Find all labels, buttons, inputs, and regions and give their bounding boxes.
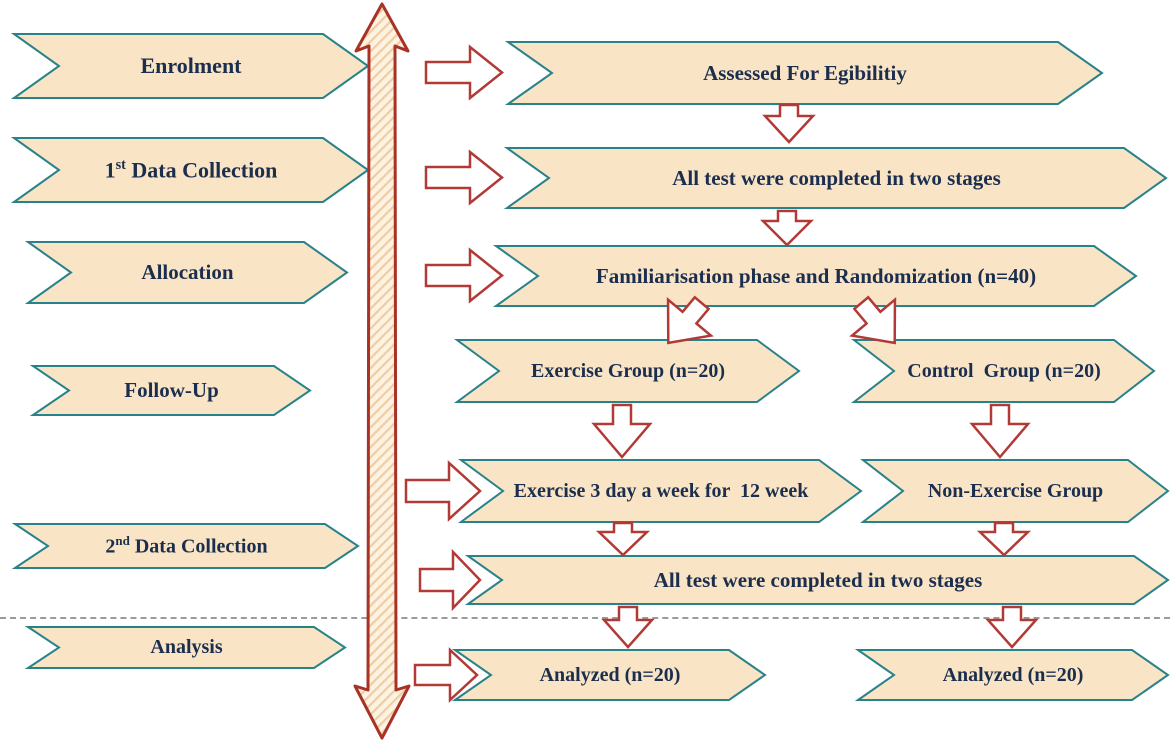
flow-arrow-down-icon <box>984 606 1040 648</box>
step-banner-exercise-program: Exercise 3 day a week for 12 week <box>461 460 861 522</box>
banner-shape <box>508 42 1102 104</box>
timeline-double-arrow-icon <box>353 2 411 740</box>
step-label-randomization: Familiarisation phase and Randomization … <box>595 263 1037 288</box>
flow-arrow-down-icon <box>595 522 651 556</box>
step-label-control-group: Control Group (n=20) <box>907 359 1101 382</box>
banner-shape <box>496 246 1136 306</box>
step-label-analyzed-exercise: Analyzed (n=20) <box>539 663 681 686</box>
stage-banner-2nd-data-collection: 2nd Data Collection <box>15 524 358 568</box>
banner-shape <box>455 650 765 700</box>
step-label-tests-stage2: All test were completed in two stages <box>653 567 983 592</box>
stage-label-follow-up: Follow-Up <box>124 378 219 403</box>
step-banner-control-group: Control Group (n=20) <box>854 340 1154 402</box>
banner-shape <box>15 524 358 568</box>
step-label-exercise-group: Exercise Group (n=20) <box>531 359 725 382</box>
flow-arrow-down-icon <box>600 606 656 648</box>
split-arrow-right-icon <box>836 282 920 365</box>
step-banner-exercise-group: Exercise Group (n=20) <box>457 340 799 402</box>
stage-label-analysis: Analysis <box>150 636 223 658</box>
banner-shape <box>28 242 347 303</box>
step-banner-tests-stage1: All test were completed in two stages <box>507 148 1166 208</box>
banner-shape <box>33 366 310 415</box>
flow-arrow-down-icon <box>759 210 815 246</box>
stage-label-enrolment: Enrolment <box>140 53 242 79</box>
flow-arrow-right-icon <box>405 462 481 520</box>
banner-shape <box>14 138 368 202</box>
phase-divider-line <box>0 617 1170 619</box>
step-banner-analyzed-control: Analyzed (n=20) <box>858 650 1168 700</box>
stage-banner-enrolment: Enrolment <box>14 34 368 98</box>
banner-shape <box>854 340 1154 402</box>
flow-arrow-right-icon <box>425 46 503 99</box>
flow-arrow-right-icon <box>414 649 478 701</box>
banner-shape <box>14 34 368 98</box>
flow-arrow-down-icon <box>761 104 817 143</box>
stage-label-allocation: Allocation <box>141 260 234 285</box>
step-label-tests-stage1: All test were completed in two stages <box>672 165 1001 190</box>
step-banner-assessed: Assessed For Egibilitiy <box>508 42 1102 104</box>
split-arrow-left-icon <box>643 282 727 365</box>
banner-shape <box>457 340 799 402</box>
flow-arrow-down-icon <box>590 404 654 458</box>
flow-arrow-right-icon <box>419 551 481 609</box>
stage-label-2nd-data-collection: 2nd Data Collection <box>105 533 268 558</box>
banner-shape <box>858 650 1168 700</box>
step-label-assessed: Assessed For Egibilitiy <box>703 60 907 85</box>
banner-shape <box>468 556 1168 604</box>
banner-shape <box>863 460 1168 522</box>
banner-shape <box>461 460 861 522</box>
stage-banner-allocation: Allocation <box>28 242 347 303</box>
stage-banner-analysis: Analysis <box>28 627 345 668</box>
stage-banner-1st-data-collection: 1st Data Collection <box>14 138 368 202</box>
flow-arrow-right-icon <box>425 249 503 302</box>
stage-banner-follow-up: Follow-Up <box>33 366 310 415</box>
step-banner-randomization: Familiarisation phase and Randomization … <box>496 246 1136 306</box>
flow-arrow-down-icon <box>976 522 1032 556</box>
banner-shape <box>507 148 1166 208</box>
flow-arrow-down-icon <box>968 404 1032 458</box>
step-banner-non-exercise-group: Non-Exercise Group <box>863 460 1168 522</box>
flow-arrow-right-icon <box>425 151 503 204</box>
step-label-exercise-program: Exercise 3 day a week for 12 week <box>513 479 809 502</box>
step-label-non-exercise-group: Non-Exercise Group <box>927 479 1104 502</box>
banner-shape <box>28 627 345 668</box>
step-banner-analyzed-exercise: Analyzed (n=20) <box>455 650 765 700</box>
step-banner-tests-stage2: All test were completed in two stages <box>468 556 1168 604</box>
step-label-analyzed-control: Analyzed (n=20) <box>942 663 1084 686</box>
stage-label-1st-data-collection: 1st Data Collection <box>104 157 278 183</box>
